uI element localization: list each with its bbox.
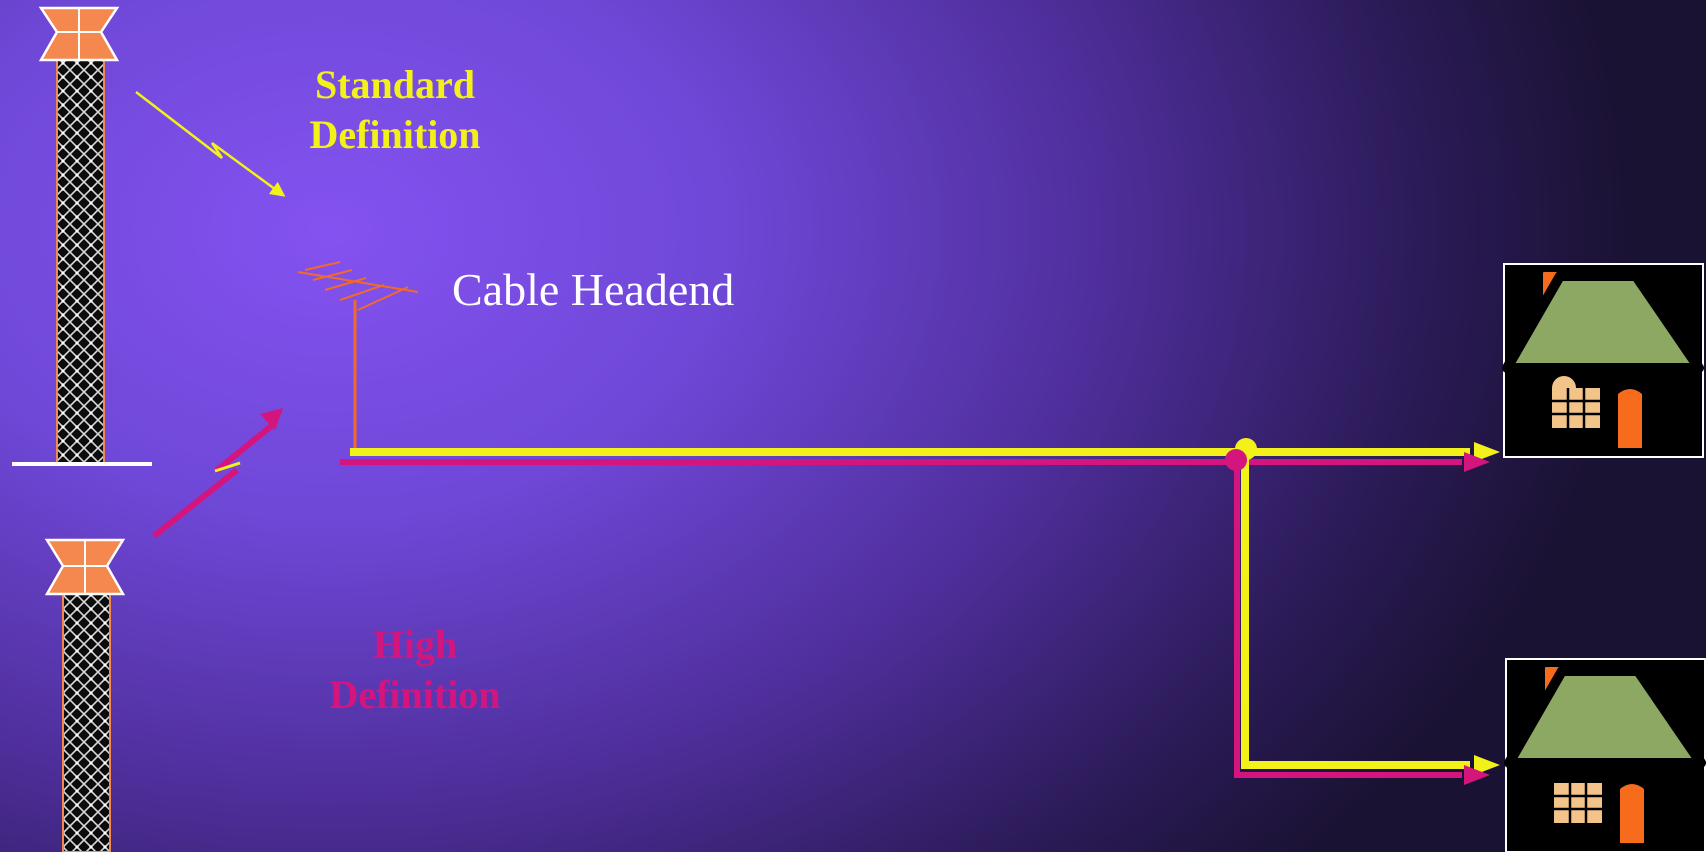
- tower-bottom-icon: [44, 538, 126, 852]
- cable-headend-label: Cable Headend: [452, 264, 735, 315]
- standard-label-line2: Definition: [309, 112, 481, 157]
- high-label-line2: Definition: [329, 672, 501, 717]
- high-definition-label: High Definition: [305, 620, 525, 720]
- house-top-icon: [1502, 263, 1704, 458]
- cable-trunk: [340, 442, 1500, 472]
- high-signal-icon: [152, 408, 283, 539]
- standard-signal-icon: [135, 91, 286, 197]
- tower-top-icon: [12, 6, 152, 466]
- standard-label-line1: Standard: [314, 62, 476, 107]
- cable-branch: [1225, 438, 1500, 785]
- antenna-icon: [297, 261, 419, 452]
- standard-definition-label: Standard Definition: [285, 60, 505, 160]
- house-bottom-icon: [1504, 658, 1706, 852]
- junction-high: [1225, 449, 1247, 471]
- high-label-line1: High: [372, 622, 458, 667]
